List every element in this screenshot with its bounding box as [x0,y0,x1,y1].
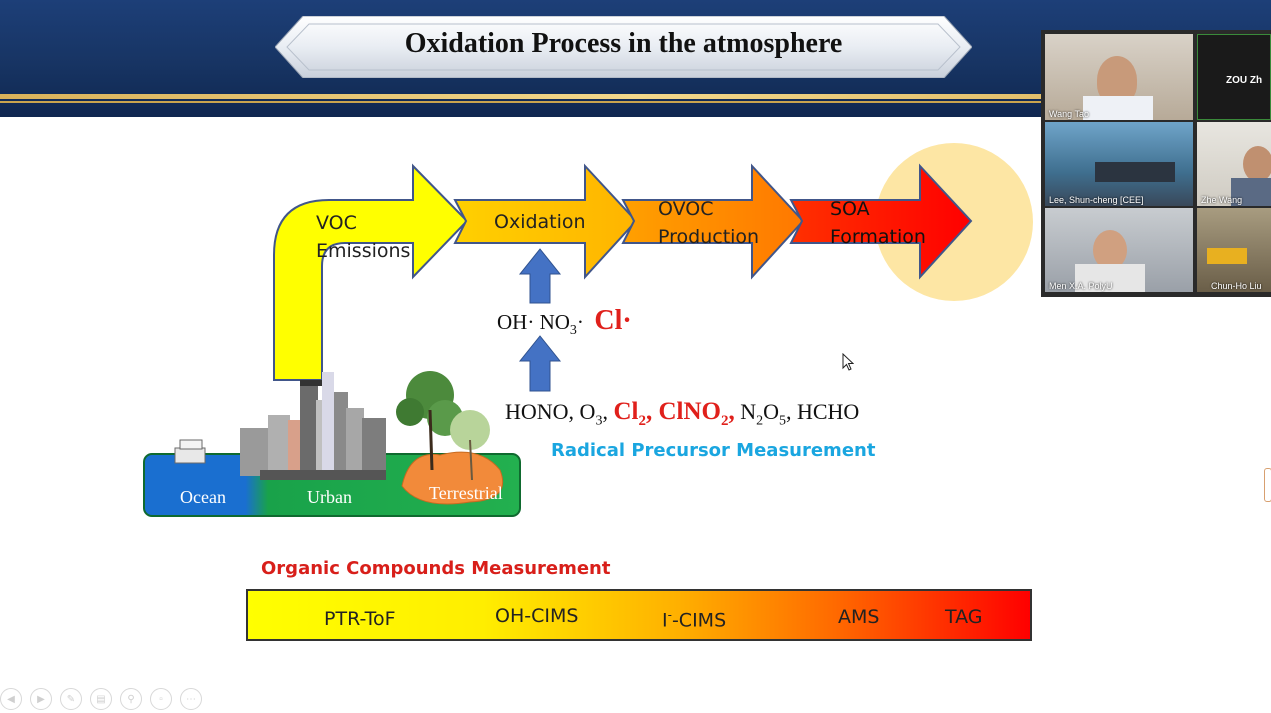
no3-sub: 3 [569,323,577,339]
i-cims-sup: - [667,608,672,622]
city-illustration [240,372,386,480]
no3-base: NO [539,310,570,334]
organic-compounds-label: Organic Compounds Measurement [261,558,611,579]
video-tile-2[interactable]: ZOU Zh [1197,34,1271,120]
cl2-sub: 2 [638,413,646,429]
terrestrial-label: Terrestrial [429,483,503,503]
voc-arrow [273,163,469,381]
participant-shirt [1231,178,1271,206]
cl-radical: Cl· [594,305,632,336]
video-tile-1[interactable]: Wang Tao [1045,34,1193,120]
participant-name-3: Lee, Shun-cheng [CEE] [1049,195,1144,205]
ocean-label: Ocean [180,487,226,507]
participant-name-4: Zhe Wang [1201,195,1243,205]
participant-avatar [1243,146,1271,182]
ship-illustration [174,439,206,464]
zoom-icon[interactable]: ⚲ [120,688,142,710]
hcho: , HCHO [785,399,860,424]
oxidation-label: Oxidation [494,211,586,233]
participant-desk [1207,248,1247,264]
banner-stripe-thin [0,101,1271,103]
prev-icon[interactable]: ◀ [0,688,22,710]
ams-label: AMS [838,606,880,628]
hono-o3: HONO, O [505,399,596,424]
scroll-handle[interactable] [1264,468,1271,502]
radical-precursor-label: Radical Precursor Measurement [551,440,876,461]
voc-label-line2: Emissions [316,240,411,262]
soa-label-line1: SOA [830,198,870,220]
n2o5-n-sub: 2 [756,413,764,429]
urban-label: Urban [307,487,352,507]
subtitles-icon[interactable]: ▫ [150,688,172,710]
comma-1: , [602,399,608,424]
participant-name-2: ZOU Zh [1226,75,1263,86]
ptr-tof-label: PTR-ToF [324,608,396,630]
soa-arrow [789,163,973,280]
pen-icon[interactable]: ✎ [60,688,82,710]
participant-name-5: Men X.A. PolyU [1049,281,1113,291]
play-icon[interactable]: ▶ [30,688,52,710]
precursors-line: HONO, O3, Cl2, ClNO2, N2O5, HCHO [505,398,859,430]
more-icon[interactable]: ⋯ [180,688,202,710]
slide-title: Oxidation Process in the atmosphere [404,28,843,59]
ovoc-label: OVOC Production [658,195,759,251]
voc-label-line1: VOC [316,212,357,234]
oh-cims-label: OH-CIMS [495,605,579,627]
instrument-gradient-bar [246,589,1032,641]
comma-2: , [728,398,735,425]
i-cims-rest: -CIMS [671,609,727,632]
radical-up-arrow-bottom [518,335,562,392]
mouse-cursor-icon [842,353,854,371]
no3-dot: · [576,310,584,334]
participant-shirt [1083,96,1153,120]
video-tile-3[interactable]: Lee, Shun-cheng [CEE] [1045,122,1193,206]
participant-name-1: Wang Tao [1049,109,1090,119]
clno2-sub: 2 [720,413,729,429]
ovoc-arrow [621,163,805,280]
title-plaque [275,16,972,78]
video-gallery-panel[interactable]: Wang Tao ZOU Zh Lee, Shun-cheng [CEE] Zh… [1041,30,1271,297]
ovoc-label-line1: OVOC [658,198,714,220]
i-cims-i: I [662,609,668,632]
tag-label: TAG [945,606,983,628]
slides-icon[interactable]: ▤ [90,688,112,710]
ovoc-label-line2: Production [658,226,760,248]
o3-sub: 3 [595,413,603,429]
video-tile-4[interactable]: Zhe Wang [1197,122,1271,206]
video-tile-6[interactable]: Chun-Ho Liu [1197,208,1271,292]
radical-up-arrow-top [518,248,562,304]
participant-desks [1095,162,1175,182]
clno2-base: , ClNO [645,398,721,425]
no3-radical: NO3· [539,310,584,338]
trees-illustration [396,371,504,505]
n2o5-n: N [740,399,757,424]
n2o5-o-sub: 5 [778,413,786,429]
oxidation-arrow [453,163,638,280]
i-cims-label: I--CIMS [662,608,726,631]
video-tile-5[interactable]: Men X.A. PolyU [1045,208,1193,292]
banner-stripe [0,94,1271,99]
oh-radical: OH· [497,310,535,334]
cl2-base: Cl [613,398,639,425]
participant-shirt [1075,264,1145,292]
n2o5-o: O [763,399,779,424]
soa-label: SOA Formation [830,195,926,251]
participant-name-6: Chun-Ho Liu [1211,281,1262,291]
participant-avatar [1093,230,1127,270]
radicals-line: OH· NO3· Cl· [497,305,632,339]
voc-label: VOC Emissions [316,209,410,265]
soa-label-line2: Formation [830,226,926,248]
cl2-precursor: Cl2, ClNO2, [613,398,735,429]
presentation-controls: ◀ ▶ ✎ ▤ ⚲ ▫ ⋯ [0,688,202,710]
